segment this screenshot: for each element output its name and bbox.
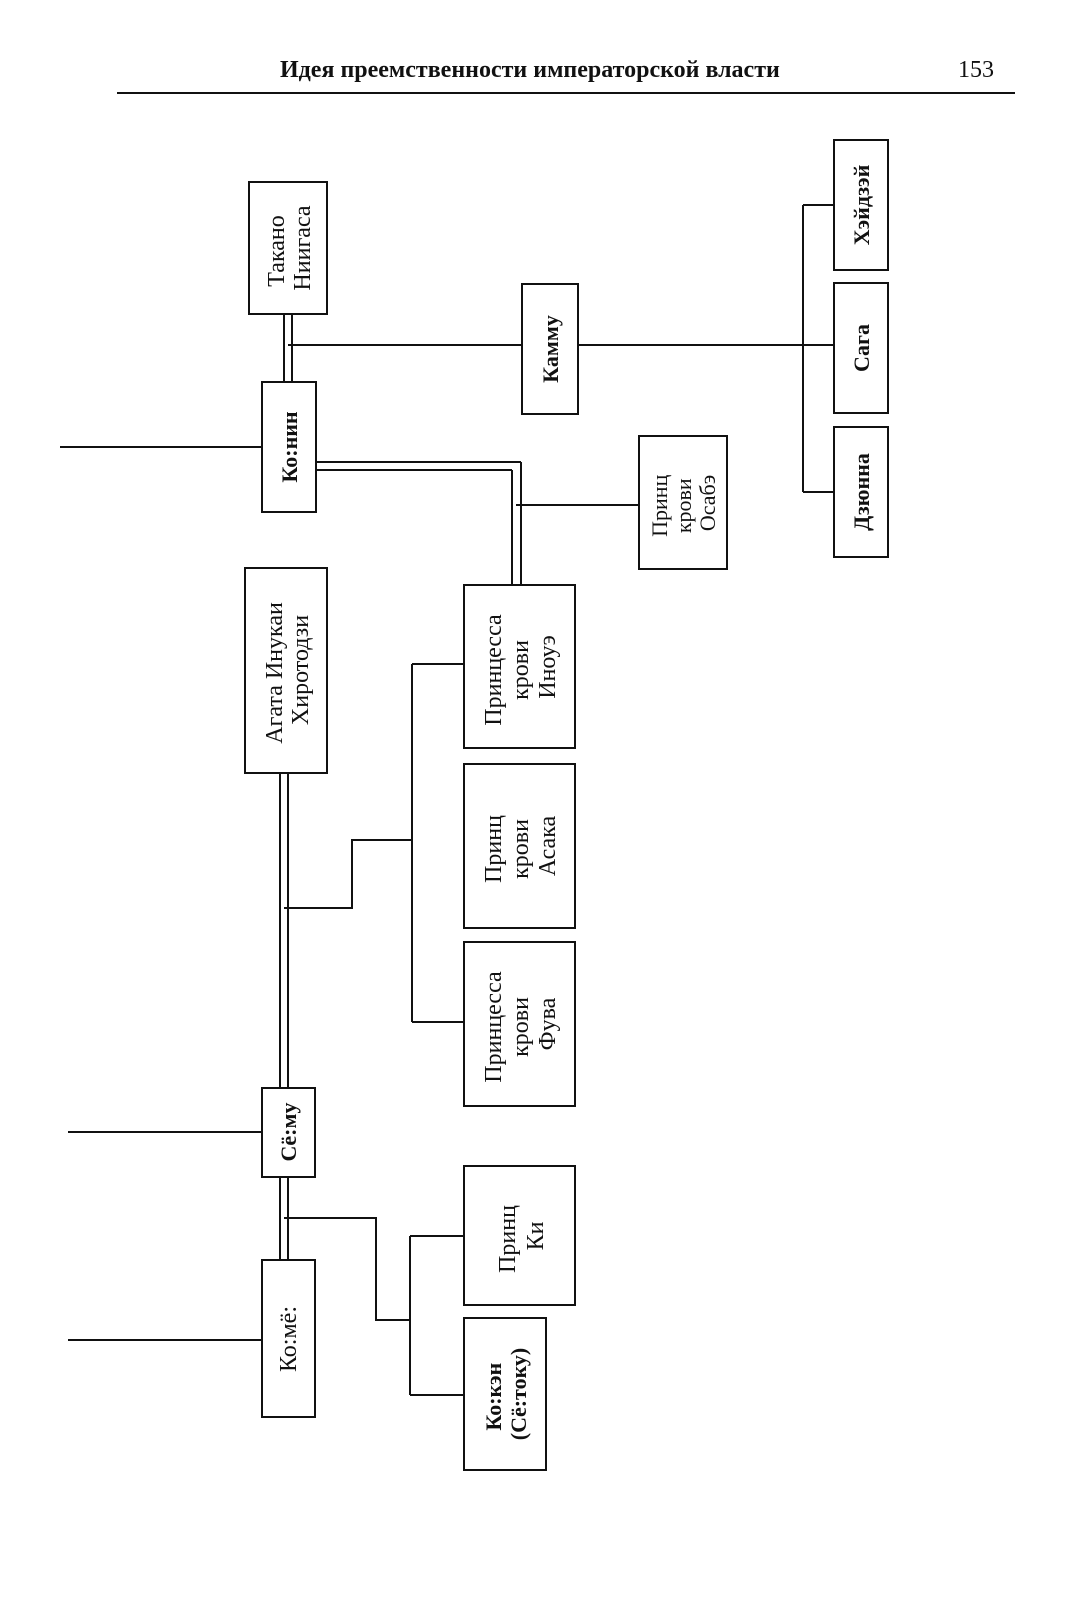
node-inoue: Принцесса крови Иноуэ <box>463 584 576 749</box>
svg-text:Камму: Камму <box>538 315 563 383</box>
node-inoue-line: Принцесса <box>481 614 507 726</box>
node-kammu-line: Камму <box>538 315 563 383</box>
svg-text:Ко:мё:: Ко:мё: <box>276 1306 302 1372</box>
node-dzyunna-line: Дзюнна <box>849 453 874 531</box>
page-header-title: Идея преемственности императорской власт… <box>280 57 780 83</box>
svg-text:Принц крови Асака: Принц крови Асака <box>481 809 561 883</box>
node-asaka: Принц крови Асака <box>463 763 576 929</box>
node-fuva-line: крови <box>508 997 534 1057</box>
node-osabe-line: крови <box>671 478 696 533</box>
marriage-takano-konin <box>283 314 293 382</box>
svg-text:Хэйдзэй: Хэйдзэй <box>849 164 874 245</box>
node-saga-line: Сага <box>849 324 874 372</box>
node-dzyunna: Дзюнна <box>833 426 889 558</box>
node-ki-line: Принц <box>495 1205 521 1273</box>
node-koken-line: (Сё:току) <box>506 1348 531 1441</box>
node-asaka-line: Асака <box>535 816 561 877</box>
node-syomu-line: Сё:му <box>276 1103 301 1162</box>
svg-text:Ко:кэн (Сё:току): Ко:кэн (Сё:току) <box>481 1348 531 1441</box>
connector-lines <box>60 204 834 1396</box>
svg-text:Сё:му: Сё:му <box>276 1103 301 1162</box>
node-heidzei: Хэйдзэй <box>833 139 889 271</box>
node-osabe: Принц крови Осабэ <box>638 435 728 570</box>
node-ki: Принц Ки <box>463 1165 576 1306</box>
svg-text:Агата Инукаи Хиротодзи: Агата Инукаи Хиротодзи <box>262 596 314 744</box>
svg-text:Ко:нин: Ко:нин <box>277 411 302 483</box>
node-saga: Сага <box>833 282 889 414</box>
node-koken: Ко:кэн (Сё:току) <box>463 1317 547 1471</box>
svg-text:Принцесса крови Фу: Принцесса крови Фува <box>481 965 561 1082</box>
node-heidzei-line: Хэйдзэй <box>849 164 874 245</box>
svg-text:Принц Ки: Принц Ки <box>495 1199 549 1273</box>
node-komyo-line: Ко:мё: <box>276 1306 302 1372</box>
node-koken-line: Ко:кэн <box>481 1363 506 1431</box>
line-komyo-children <box>284 1217 410 1321</box>
node-komyo: Ко:мё: <box>261 1259 316 1418</box>
node-takano-line: Ниигаса <box>290 205 316 290</box>
svg-text:Сага: Сага <box>849 324 874 372</box>
svg-text:Принц крови Осабэ: Принц крови Осабэ <box>647 469 720 537</box>
node-agata-line: Хиротодзи <box>288 615 314 725</box>
node-inoue-line: Иноуэ <box>535 635 561 699</box>
page-number: 153 <box>958 57 994 83</box>
node-osabe-line: Принц <box>647 474 672 536</box>
marriage-konin-inoue <box>316 461 522 585</box>
node-asaka-line: Принц <box>481 815 507 883</box>
line-agata-children <box>284 839 412 909</box>
node-agata: Агата Инукаи Хиротодзи <box>244 567 328 774</box>
node-osabe-line: Осабэ <box>695 475 720 531</box>
svg-text:Дзюнна: Дзюнна <box>849 453 874 531</box>
node-fuva-line: Фува <box>535 997 561 1050</box>
svg-text:Принцесса крови Ин: Принцесса крови Иноуэ <box>481 608 561 725</box>
node-agata-line: Агата Инукаи <box>262 602 288 744</box>
node-fuva-line: Принцесса <box>481 971 507 1083</box>
node-fuva: Принцесса крови Фува <box>463 941 576 1107</box>
node-asaka-line: крови <box>508 819 534 879</box>
node-takano: Такано Ниигаса <box>248 181 328 315</box>
node-takano-line: Такано <box>264 215 290 287</box>
node-ki-line: Ки <box>523 1221 549 1250</box>
node-konin-line: Ко:нин <box>277 411 302 483</box>
header-rule <box>117 92 1015 94</box>
node-syomu: Сё:му <box>261 1087 316 1178</box>
node-kammu: Камму <box>521 283 579 415</box>
node-konin: Ко:нин <box>261 381 317 513</box>
svg-text:Такано Ниигаса: Такано Ниигаса <box>264 205 316 290</box>
node-inoue-line: крови <box>508 640 534 700</box>
marriage-agata-syomu <box>279 773 289 1088</box>
